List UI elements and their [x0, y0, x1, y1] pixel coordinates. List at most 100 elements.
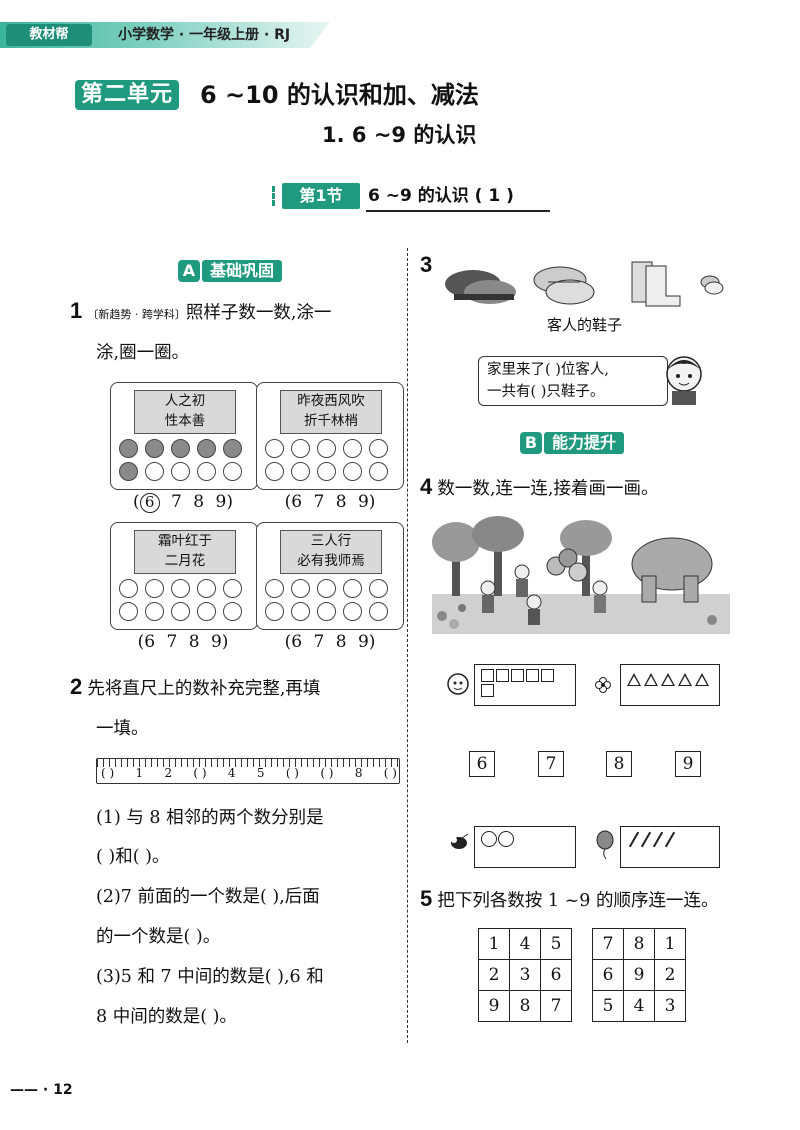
- grid-cell[interactable]: 3: [654, 990, 686, 1022]
- dot[interactable]: [145, 462, 164, 481]
- grid-cell[interactable]: 9: [623, 959, 655, 991]
- dot[interactable]: [343, 439, 362, 458]
- number-box[interactable]: 9: [675, 751, 701, 777]
- grid-cell[interactable]: 5: [540, 928, 572, 960]
- dot[interactable]: [171, 579, 190, 598]
- circled-option[interactable]: 6: [139, 493, 160, 513]
- dot[interactable]: [317, 579, 336, 598]
- dot[interactable]: [369, 439, 388, 458]
- dot[interactable]: [317, 462, 336, 481]
- dot[interactable]: [343, 462, 362, 481]
- grid-cell[interactable]: 7: [592, 928, 624, 960]
- number-options[interactable]: (6 7 8 9): [284, 492, 376, 512]
- grid-cell[interactable]: 6: [540, 959, 572, 991]
- dot[interactable]: [119, 602, 138, 621]
- sub-question-1b[interactable]: ( )和( )。: [96, 847, 170, 867]
- sub-question-2b[interactable]: 的一个数是( )。: [96, 927, 221, 947]
- grid-cell[interactable]: 3: [509, 959, 541, 991]
- dot-grid[interactable]: [265, 439, 395, 481]
- dot[interactable]: [171, 462, 190, 481]
- triangle-drawing-box[interactable]: [620, 664, 720, 706]
- ruler-blank[interactable]: ( ): [320, 766, 334, 780]
- grid-cell[interactable]: 4: [509, 928, 541, 960]
- dot[interactable]: [119, 439, 138, 458]
- dot[interactable]: [369, 462, 388, 481]
- dot[interactable]: [343, 579, 362, 598]
- grid-cell[interactable]: 8: [509, 990, 541, 1022]
- dot[interactable]: [171, 439, 190, 458]
- sub-question-3b[interactable]: 8 中间的数是( )。: [96, 1007, 237, 1027]
- dot-grid[interactable]: [265, 579, 395, 621]
- dot[interactable]: [291, 579, 310, 598]
- ruler-blank[interactable]: ( ): [193, 766, 207, 780]
- grid-cell[interactable]: 6: [592, 959, 624, 991]
- dot[interactable]: [343, 602, 362, 621]
- dot[interactable]: [145, 602, 164, 621]
- grid-cell[interactable]: 4: [623, 990, 655, 1022]
- number-options[interactable]: (6 7 8 9): [133, 492, 233, 513]
- part-a-letter: A: [178, 260, 200, 282]
- dot[interactable]: [265, 579, 284, 598]
- dot[interactable]: [223, 602, 242, 621]
- dot[interactable]: [223, 462, 242, 481]
- dot[interactable]: [291, 439, 310, 458]
- dot[interactable]: [291, 602, 310, 621]
- number-options[interactable]: (6 7 8 9): [137, 632, 229, 652]
- dot[interactable]: [291, 462, 310, 481]
- boot-pair-icon: [631, 261, 681, 307]
- number-box[interactable]: 8: [606, 751, 632, 777]
- sub-question-3a[interactable]: (3)5 和 7 中间的数是( ),6 和: [96, 967, 324, 987]
- grid-cell[interactable]: 1: [654, 928, 686, 960]
- dot[interactable]: [317, 602, 336, 621]
- dot[interactable]: [369, 579, 388, 598]
- bird-icon: [451, 833, 469, 849]
- sub-question-2a[interactable]: (2)7 前面的一个数是( ),后面: [96, 887, 320, 907]
- speech-line[interactable]: 家里来了( )位客人,: [487, 362, 610, 378]
- ruler-blank[interactable]: ( ): [383, 766, 397, 780]
- dot[interactable]: [223, 579, 242, 598]
- dot-grid[interactable]: [119, 439, 249, 481]
- speech-bubble[interactable]: 家里来了( )位客人, 一共有( )只鞋子。: [478, 356, 668, 406]
- dot[interactable]: [171, 602, 190, 621]
- dot[interactable]: [317, 439, 336, 458]
- dot[interactable]: [369, 602, 388, 621]
- grid-cell[interactable]: 7: [540, 990, 572, 1022]
- dot[interactable]: [197, 602, 216, 621]
- drawn-slashes: [628, 831, 681, 852]
- grid-cell[interactable]: 8: [623, 928, 655, 960]
- circle-drawing-box[interactable]: [474, 826, 576, 868]
- ruler-blank[interactable]: ( ): [101, 766, 115, 780]
- ruler-blank[interactable]: ( ): [285, 766, 299, 780]
- unit-badge: 第二单元: [75, 80, 180, 110]
- dot-grid[interactable]: [119, 579, 249, 621]
- dot[interactable]: [197, 462, 216, 481]
- ruler-numbers[interactable]: ( ) 1 2 ( ) 4 5 ( ) ( ) 8 ( ): [101, 766, 397, 780]
- dot[interactable]: [197, 439, 216, 458]
- number-options[interactable]: (6 7 8 9): [284, 632, 376, 652]
- dot[interactable]: [265, 462, 284, 481]
- dot[interactable]: [119, 579, 138, 598]
- grid-cell[interactable]: 5: [592, 990, 624, 1022]
- number-box[interactable]: 6: [469, 751, 495, 777]
- dot[interactable]: [265, 602, 284, 621]
- grid-cell[interactable]: 2: [478, 959, 510, 991]
- dot[interactable]: [145, 439, 164, 458]
- part-b-badge: B 能力提升: [520, 430, 625, 456]
- slash-drawing-box[interactable]: [620, 826, 720, 868]
- speech-line[interactable]: 一共有( )只鞋子。: [487, 384, 605, 400]
- dot[interactable]: [223, 439, 242, 458]
- number-box[interactable]: 7: [538, 751, 564, 777]
- dot[interactable]: [145, 579, 164, 598]
- dot[interactable]: [197, 579, 216, 598]
- grid-cell[interactable]: 9: [478, 990, 510, 1022]
- dot[interactable]: [119, 462, 138, 481]
- ruler-ticks: [97, 759, 399, 767]
- grid-cell[interactable]: 2: [654, 959, 686, 991]
- tree-icon: [432, 522, 480, 596]
- grid-cell[interactable]: 1: [478, 928, 510, 960]
- lesson-bar: 第1节 6 ~9 的认识 ( 1 ): [272, 180, 550, 212]
- square-drawing-box[interactable]: [474, 664, 576, 706]
- dot[interactable]: [265, 439, 284, 458]
